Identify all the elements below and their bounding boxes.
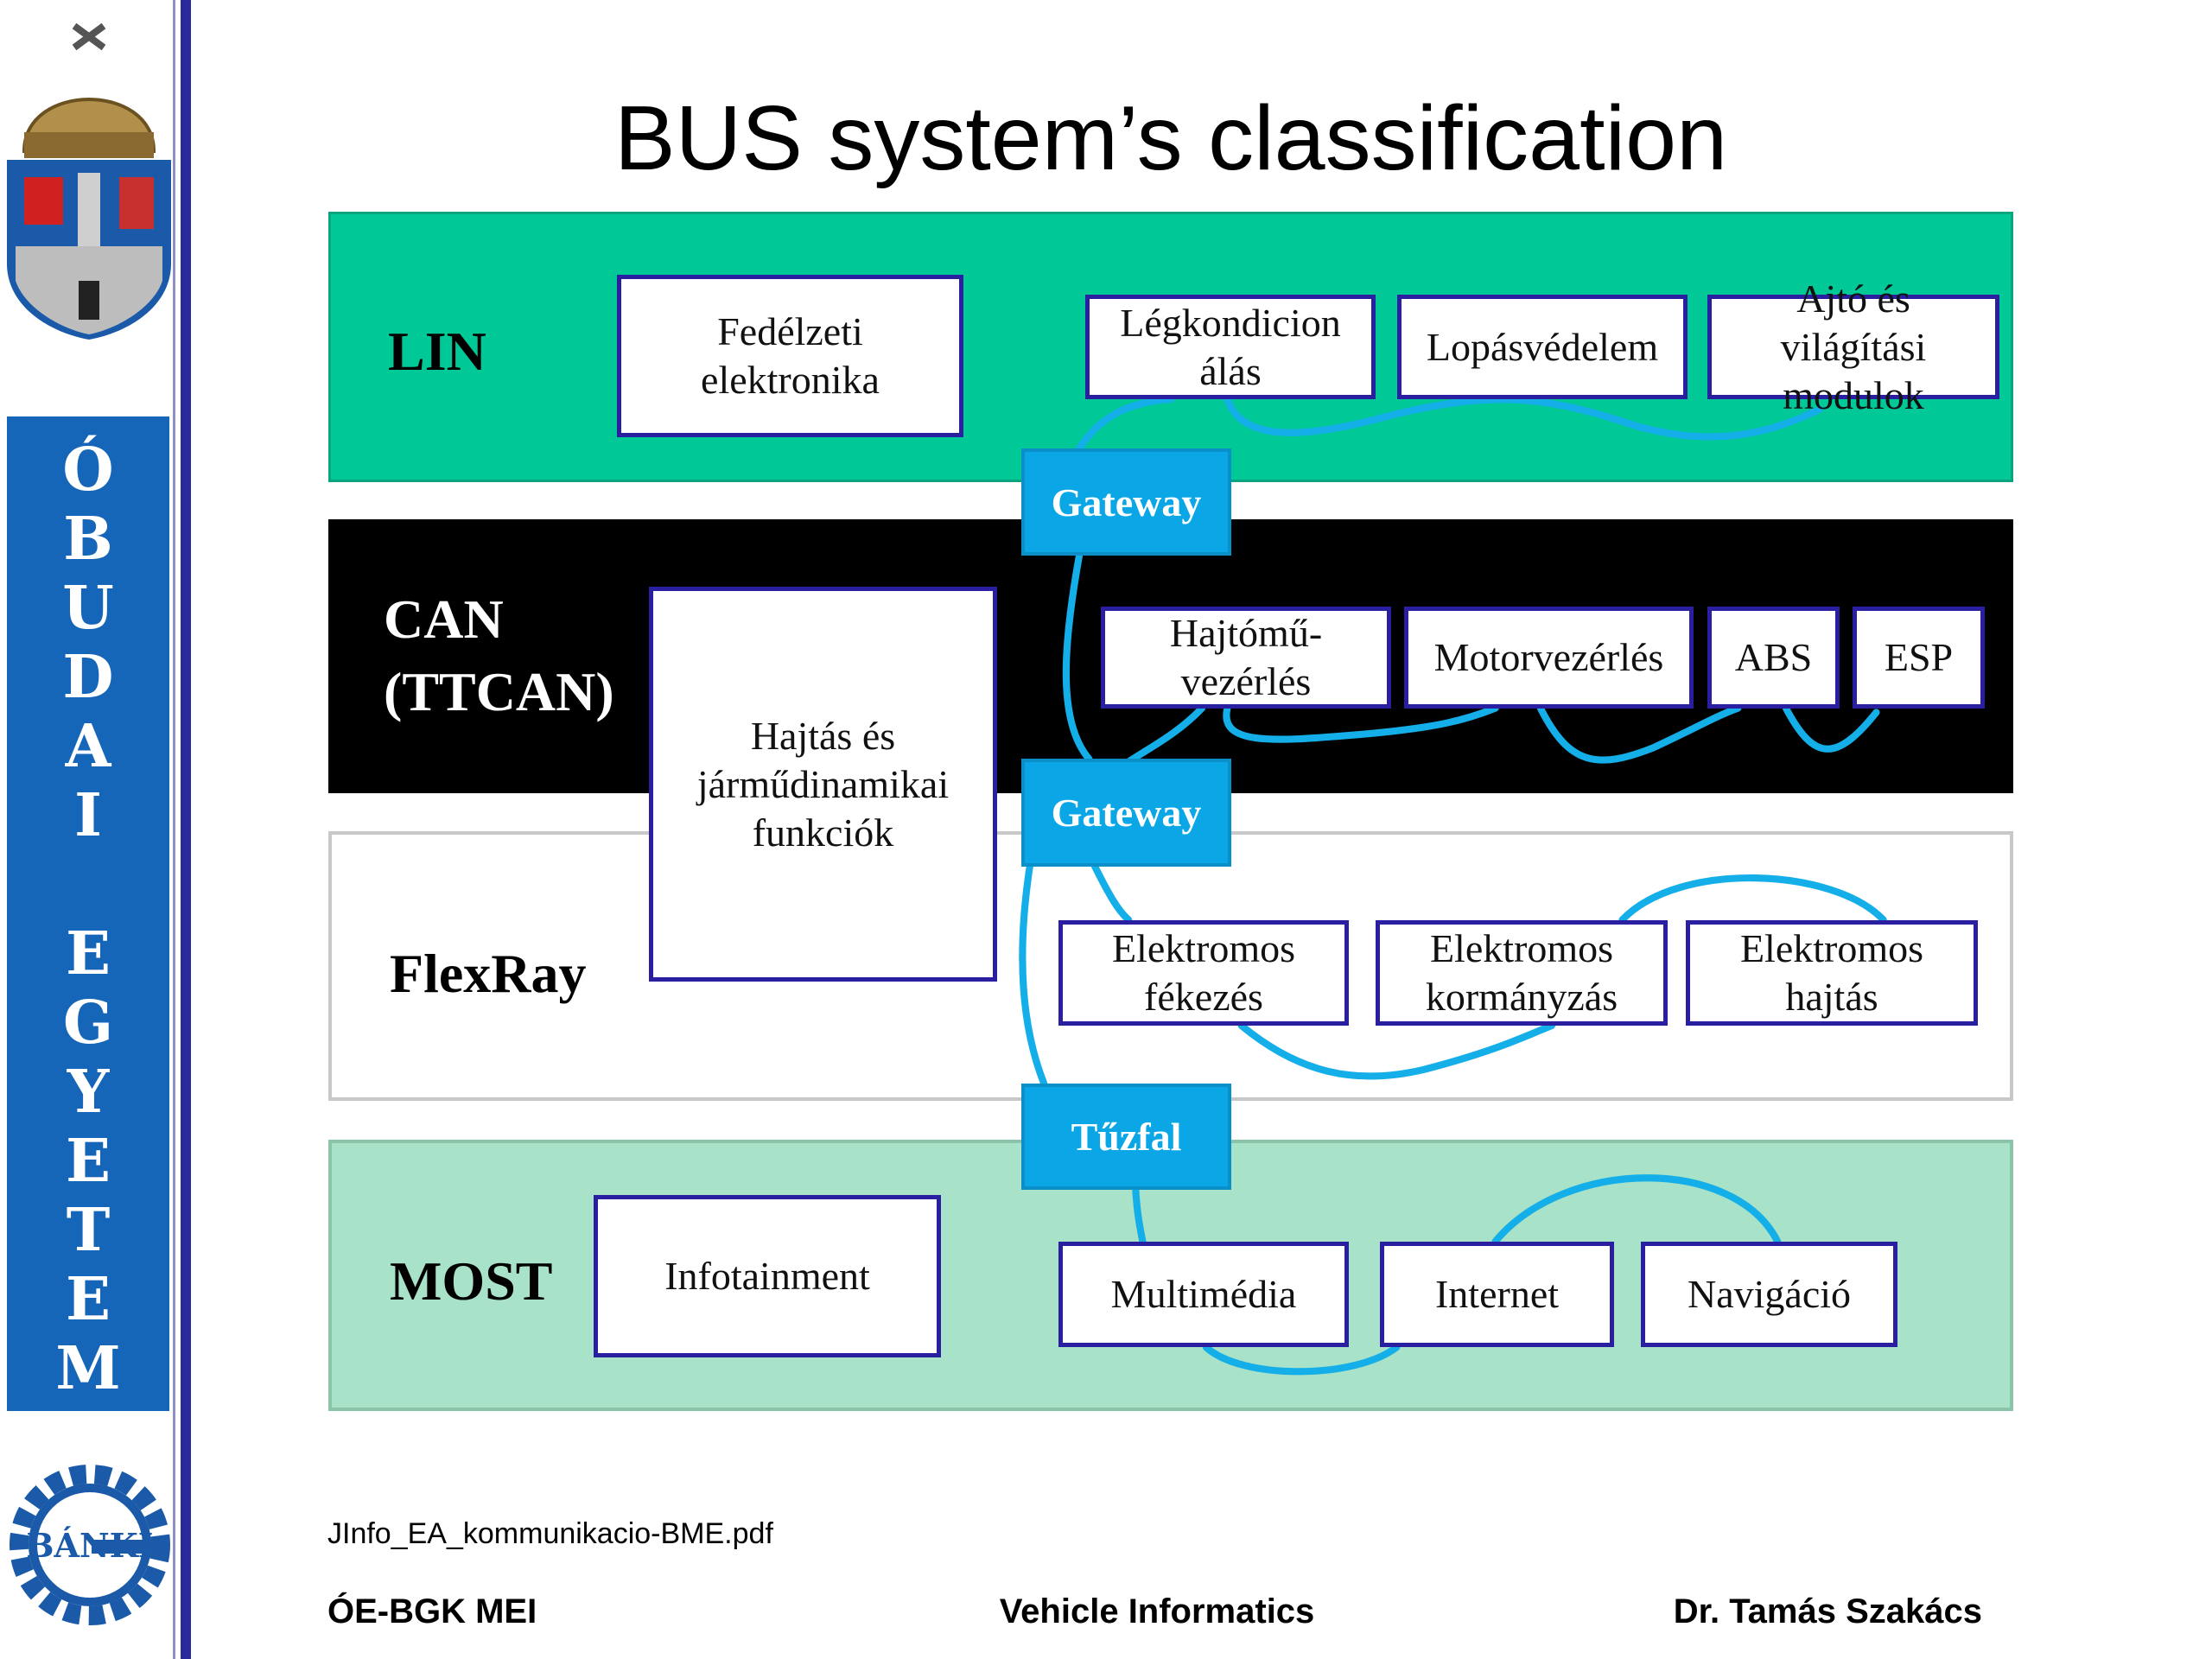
university-name-banner: Ó B U D A I E G Y E T E M <box>7 416 169 1411</box>
box-transmission-control: Hajtómű- vezérlés <box>1101 607 1391 709</box>
university-crest-logo <box>7 22 171 340</box>
footer-right: Dr. Tamás Szakács <box>1673 1592 1982 1630</box>
footer-left: ÓE-BGK MEI <box>327 1592 537 1630</box>
banner-letter: A <box>65 712 111 781</box>
footer-center: Vehicle Informatics <box>999 1592 1315 1630</box>
firewall-flexray-most: Tűzfal <box>1021 1084 1231 1190</box>
box-air-conditioning: Légkondicion álás <box>1085 295 1376 399</box>
svg-text:BÁNKI: BÁNKI <box>26 1526 153 1565</box>
box-infotainment: Infotainment <box>594 1195 941 1357</box>
box-esp: ESP <box>1853 607 1985 709</box>
gateway-lin-can: Gateway <box>1021 448 1231 556</box>
source-reference: JInfo_EA_kommunikacio-BME.pdf <box>327 1517 773 1550</box>
box-onboard-electronics: Fedélzeti elektronika <box>617 275 963 437</box>
gateway-can-flexray: Gateway <box>1021 759 1231 867</box>
box-drive-dynamics: Hajtás és járműdinamikai funkciók <box>649 587 997 982</box>
box-navigation: Navigáció <box>1641 1242 1897 1347</box>
slide-title: BUS system’s classification <box>613 87 1728 189</box>
sidebar-divider <box>181 0 191 1659</box>
banner-letter: E <box>66 1127 111 1196</box>
banner-letter: D <box>62 643 114 712</box>
banner-letter: E <box>66 919 111 988</box>
box-internet: Internet <box>1380 1242 1614 1347</box>
banner-letter: G <box>62 988 114 1058</box>
box-door-lighting: Ajtó és világítási modulok <box>1707 276 1999 417</box>
banner-letter: B <box>63 505 113 574</box>
can-label: CAN <box>384 588 504 650</box>
banner-letter: E <box>66 1265 111 1334</box>
banner-letter: U <box>62 574 114 643</box>
box-multimedia: Multimédia <box>1058 1242 1349 1347</box>
banner-letter: Ó <box>62 435 114 505</box>
lin-label: LIN <box>388 321 486 382</box>
banki-gear-logo: BÁNKI <box>10 1465 170 1625</box>
box-electric-steering: Elektromos kormányzás <box>1376 920 1668 1026</box>
box-anti-theft: Lopásvédelem <box>1397 295 1688 399</box>
banner-letter: T <box>66 1196 111 1265</box>
box-electric-drive: Elektromos hajtás <box>1686 920 1978 1026</box>
banner-letter: M <box>55 1334 121 1403</box>
banner-letter: Y <box>67 1058 110 1127</box>
banner-letter: I <box>74 781 102 850</box>
sidebar-divider-thin <box>173 0 175 1659</box>
most-label: MOST <box>390 1250 553 1312</box>
box-abs: ABS <box>1707 607 1840 709</box>
flexray-label: FlexRay <box>390 943 587 1004</box>
ttcan-label: (TTCAN) <box>384 661 614 722</box>
box-engine-control: Motorvezérlés <box>1404 607 1694 709</box>
box-electric-braking: Elektromos fékezés <box>1058 920 1349 1026</box>
